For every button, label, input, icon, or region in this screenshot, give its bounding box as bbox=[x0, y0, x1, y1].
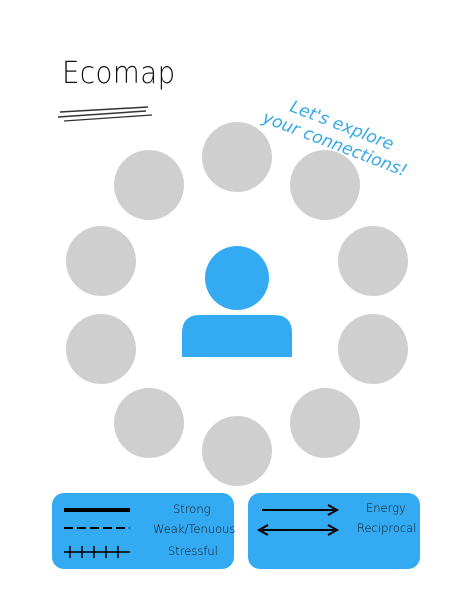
energy-arrow-icon bbox=[262, 504, 340, 516]
person-icon bbox=[182, 246, 292, 357]
line-legend-samples bbox=[64, 508, 130, 558]
page-title: Ecomap bbox=[62, 56, 176, 91]
stressful-line-icon bbox=[64, 546, 130, 558]
legend-label-reciprocal: Reciprocal bbox=[357, 521, 417, 535]
arrow-legend: Energy Reciprocal bbox=[248, 493, 420, 569]
legend-label-energy: Energy bbox=[366, 501, 406, 515]
arrow-legend-samples bbox=[256, 504, 340, 536]
connection-node-3[interactable] bbox=[338, 226, 408, 296]
legend-label-stressful: Stressful bbox=[168, 544, 218, 558]
legend-label-weak: Weak/Tenuous bbox=[153, 522, 236, 536]
connection-node-7[interactable] bbox=[114, 388, 184, 458]
connection-node-5[interactable] bbox=[290, 388, 360, 458]
connection-node-6[interactable] bbox=[202, 416, 272, 486]
connection-node-8[interactable] bbox=[66, 314, 136, 384]
reciprocal-arrow-icon bbox=[256, 524, 340, 536]
title-underline bbox=[57, 106, 153, 122]
connection-node-9[interactable] bbox=[66, 226, 136, 296]
connection-node-4[interactable] bbox=[338, 314, 408, 384]
line-legend: Strong Weak/Tenuous Stressful bbox=[52, 493, 236, 569]
connection-node-10[interactable] bbox=[114, 150, 184, 220]
legend-label-strong: Strong bbox=[173, 502, 211, 516]
connection-node-1[interactable] bbox=[202, 122, 272, 192]
connection-node-2[interactable] bbox=[290, 150, 360, 220]
